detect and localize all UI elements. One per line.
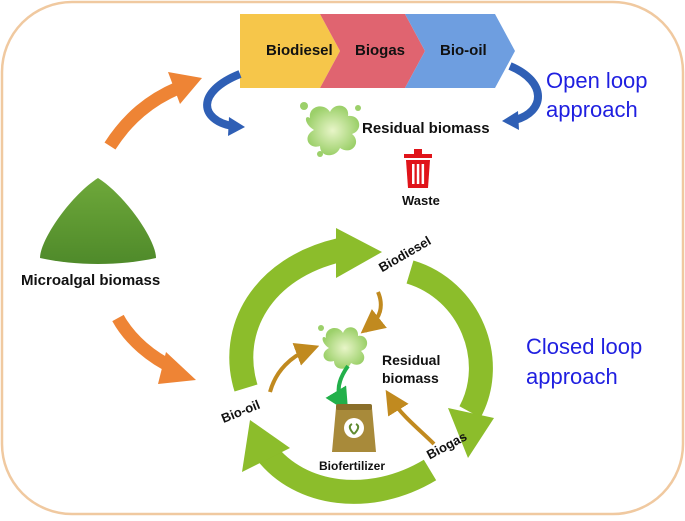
- blue-curve-right: [508, 62, 542, 124]
- cycle-arrow-top: [229, 238, 343, 392]
- fertilizer-bag-icon: [332, 404, 376, 452]
- chevron-biogas: [320, 14, 425, 88]
- closed-loop-title-line1: Closed loop: [526, 334, 643, 359]
- brown-arrow-biooil: [268, 342, 320, 393]
- cycle-arrow-bottom: [256, 444, 437, 504]
- chevron-label-biodiesel: Biodiesel: [266, 42, 333, 59]
- chevron-label-biooil: Bio-oil: [440, 42, 487, 59]
- chevron-label-biogas: Biogas: [355, 42, 406, 59]
- cycle-arrow-right-head: [448, 408, 494, 458]
- biofertilizer-label: Biofertilizer: [319, 459, 386, 473]
- open-loop-title-line2: approach: [546, 97, 638, 122]
- cycle-arrow-right: [406, 260, 493, 418]
- open-loop-title-line1: Open loop: [546, 68, 648, 93]
- microalgal-biomass-label: Microalgal biomass: [21, 272, 161, 289]
- orange-arrow-down-head: [158, 352, 196, 384]
- cycle-arrow-bottom-head: [242, 420, 290, 472]
- waste-label: Waste: [402, 193, 440, 208]
- closed-residual-label-line1: Residual: [382, 352, 441, 368]
- brown-arrow-biodiesel: [360, 291, 387, 334]
- microalgal-biomass-mound: [40, 178, 156, 264]
- chevron-biooil: [405, 14, 515, 88]
- trash-icon: [404, 149, 432, 188]
- orange-arrow-up: [104, 82, 181, 150]
- blue-curve-right-head: [502, 111, 519, 130]
- closed-loop-title-line2: approach: [526, 364, 618, 389]
- chevron-biodiesel: [240, 14, 340, 88]
- residual-biomass-label: Residual biomass: [362, 120, 490, 137]
- closed-residual-label-line2: biomass: [382, 370, 439, 386]
- residual-biomass-icon: [300, 102, 361, 157]
- orange-arrow-up-head: [168, 72, 202, 104]
- blue-curve-left: [203, 70, 242, 130]
- cycle-arrow-top-head: [336, 228, 382, 278]
- blue-curve-left-head: [228, 117, 245, 136]
- brown-arrow-biogas: [385, 389, 436, 446]
- green-arrow-fertilizer: [325, 364, 350, 413]
